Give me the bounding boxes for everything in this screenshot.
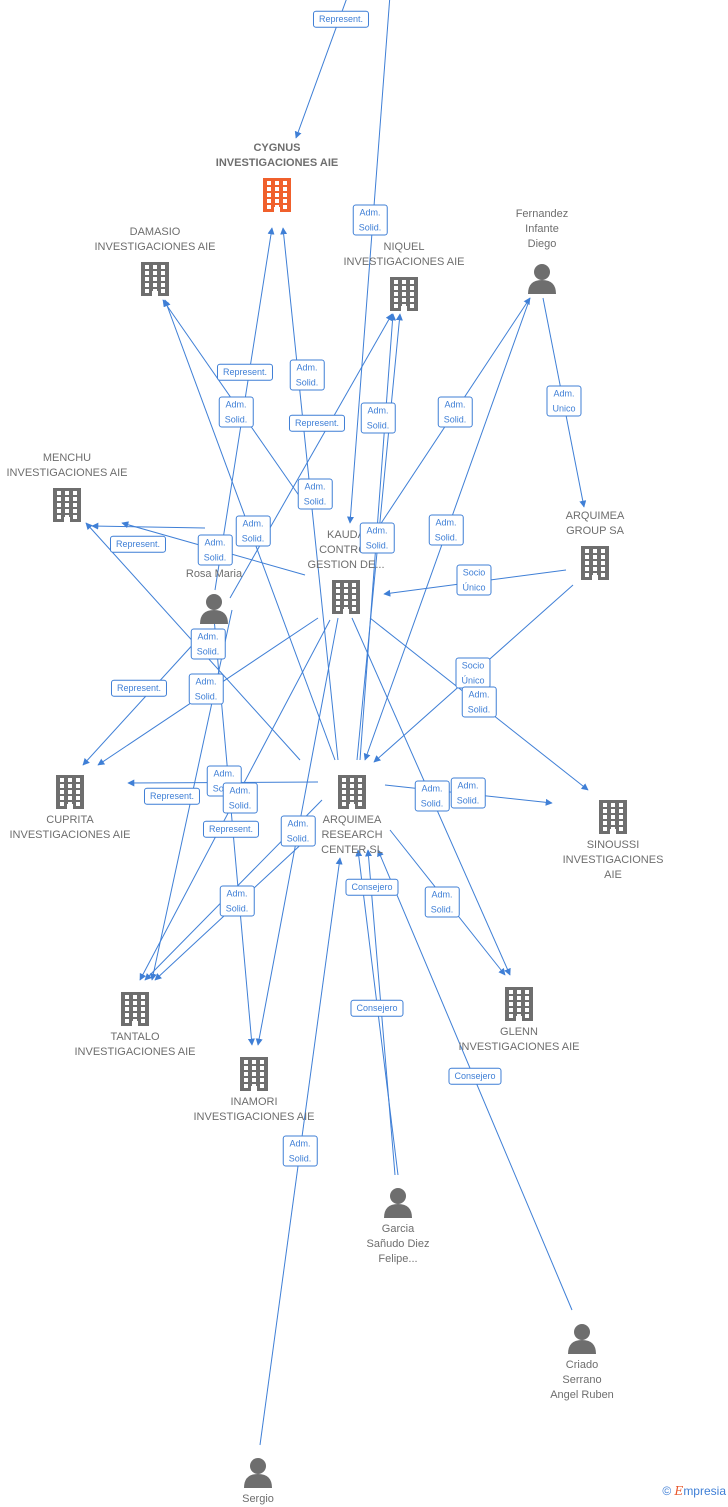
brand-initial: E (674, 1484, 684, 1498)
node-label-fernandez[interactable]: Fernandez Infante Diego (515, 208, 569, 250)
edge-line-e6 (229, 313, 393, 599)
node-label-damasio[interactable]: DAMASIO INVESTIGACIONES AIE (94, 226, 216, 253)
edge-label-e4[interactable]: Represent. (216, 363, 274, 381)
node-label-sinoussi[interactable]: SINOUSSI INVESTIGACIONES AIE (562, 839, 664, 881)
node-label-menchu[interactable]: MENCHU INVESTIGACIONES AIE (6, 452, 128, 479)
edge-label-e23[interactable]: Represent. (143, 787, 201, 805)
edge-label-e26[interactable]: Adm. Solid. (414, 780, 450, 812)
node-label-criado[interactable]: Criado Serrano Angel Ruben (550, 1359, 614, 1401)
edge-label-e33[interactable]: Consejero (448, 1067, 502, 1085)
building-icon-cuprita[interactable] (56, 775, 84, 809)
edge-label-e12[interactable]: Adm. Solid. (235, 515, 271, 547)
edge-label-e6[interactable]: Represent. (288, 414, 346, 432)
building-icon-menchu[interactable] (53, 488, 81, 522)
building-icon-inamori[interactable] (240, 1057, 268, 1091)
brand-footer: © Empresia (662, 1484, 726, 1498)
edge-line-e13 (91, 522, 206, 530)
person-icon-criado[interactable] (568, 1324, 596, 1354)
edge-line-e2 (346, 0, 391, 524)
building-icon-tantalo[interactable] (121, 992, 149, 1026)
edge-label-e31[interactable]: Adm. Solid. (424, 886, 460, 918)
node-label-niquel[interactable]: NIQUEL INVESTIGACIONES AIE (343, 241, 465, 268)
person-icon-sergio[interactable] (244, 1458, 272, 1488)
building-icon-damasio[interactable] (141, 262, 169, 296)
edge-label-e10[interactable]: Adm. Solid. (297, 478, 333, 510)
edge-label-e13[interactable]: Adm. Solid. (197, 534, 233, 566)
edge-label-e24[interactable]: Adm. Solid. (222, 782, 258, 814)
edge-label-e30[interactable]: Adm. Solid. (219, 885, 255, 917)
edge-label-e29[interactable]: Consejero (345, 878, 399, 896)
node-label-glenn[interactable]: GLENN INVESTIGACIONES AIE (458, 1026, 580, 1053)
building-icon-niquel[interactable] (390, 277, 418, 311)
edge-label-e28[interactable]: Adm. Solid. (280, 815, 316, 847)
edge-label-e5[interactable]: Adm. Solid. (218, 396, 254, 428)
edge-label-e21[interactable]: Adm. Solid. (461, 686, 497, 718)
node-label-tantalo[interactable]: TANTALO INVESTIGACIONES AIE (74, 1031, 196, 1058)
person-icon-rosa[interactable] (200, 594, 228, 624)
edge-label-e15[interactable]: Adm. Solid. (428, 514, 464, 546)
edge-label-e34[interactable]: Adm. Solid. (282, 1135, 318, 1167)
edge-label-e20[interactable]: Socio Único (455, 657, 491, 689)
node-label-cuprita[interactable]: CUPRITA INVESTIGACIONES AIE (9, 814, 131, 841)
edge-label-e2[interactable]: Adm. Solid. (352, 204, 388, 236)
node-label-kauda[interactable]: KAUDA CONTROL GESTION DE... (307, 529, 385, 571)
building-icon-sinoussi[interactable] (599, 800, 627, 834)
edge-label-e16[interactable]: Socio Único (456, 564, 492, 596)
edge-label-e7[interactable]: Adm. Solid. (360, 402, 396, 434)
edge-label-e8[interactable]: Adm. Solid. (437, 396, 473, 428)
edge-label-e27[interactable]: Represent. (202, 820, 260, 838)
edge-label-e17[interactable]: Adm. Solid. (190, 628, 226, 660)
edge-line-e18 (82, 639, 198, 766)
edge-label-e25[interactable]: Adm. Solid. (450, 777, 486, 809)
person-icon-garcia[interactable] (384, 1188, 412, 1218)
building-icon-kauda[interactable] (332, 580, 360, 614)
person-icon-fernandez[interactable] (528, 264, 556, 294)
edge-label-e11[interactable]: Represent. (109, 535, 167, 553)
copyright-symbol: © (662, 1484, 672, 1498)
node-label-inamori[interactable]: INAMORI INVESTIGACIONES AIE (193, 1096, 315, 1123)
node-label-garcia[interactable]: Garcia Sañudo Diez Felipe... (366, 1223, 430, 1265)
edge-label-e18[interactable]: Represent. (110, 679, 168, 697)
edge-label-e9[interactable]: Adm. Unico (546, 385, 582, 417)
node-label-cygnus[interactable]: CYGNUS INVESTIGACIONES AIE (215, 142, 339, 169)
building-icon-arquimea_group[interactable] (581, 546, 609, 580)
edge-label-e14[interactable]: Adm. Solid. (359, 522, 395, 554)
brand-name: mpresia (683, 1484, 726, 1498)
edge-label-e3[interactable]: Adm. Solid. (289, 359, 325, 391)
building-icon-cygnus[interactable] (263, 178, 291, 212)
node-label-arquimea_rc[interactable]: ARQUIMEA RESEARCH CENTER SL (321, 814, 383, 856)
building-icon-arquimea_rc[interactable] (338, 775, 366, 809)
node-label-arquimea_group[interactable]: ARQUIMEA GROUP SA (565, 510, 625, 537)
building-icon-glenn[interactable] (505, 987, 533, 1021)
edge-label-e19[interactable]: Adm. Solid. (188, 673, 224, 705)
edge-label-e1[interactable]: Represent. (312, 10, 370, 28)
edge-label-e32[interactable]: Consejero (350, 999, 404, 1017)
